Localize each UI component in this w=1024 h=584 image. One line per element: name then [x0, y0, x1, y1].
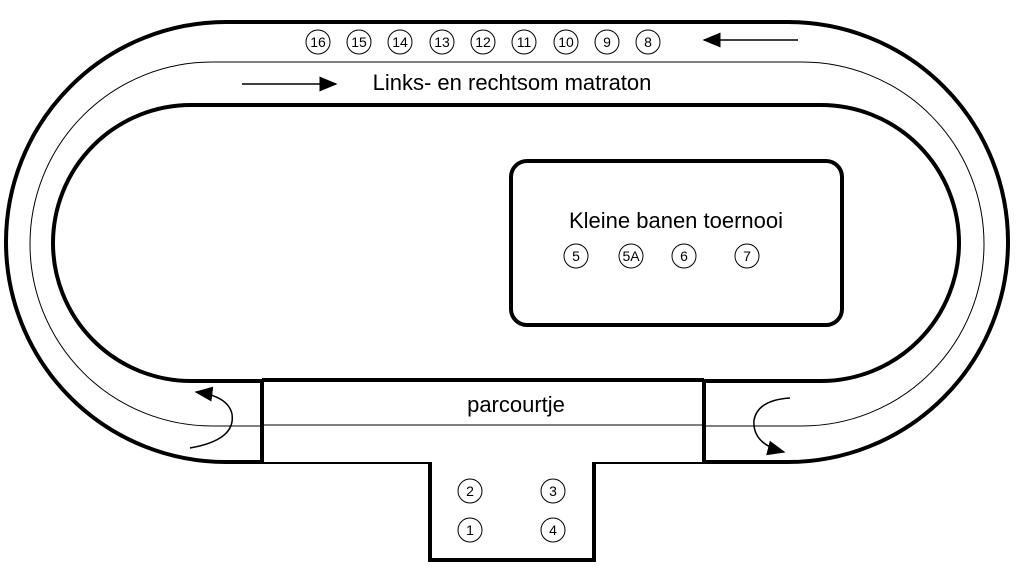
svg-text:9: 9: [603, 34, 611, 50]
u-turn-left-arrow: [189, 386, 234, 449]
svg-text:10: 10: [558, 34, 574, 50]
station-1: 1: [457, 517, 483, 543]
station-11: 11: [511, 29, 537, 55]
station-3: 3: [540, 478, 566, 504]
course-area: [262, 380, 704, 462]
bottom-annex: [428, 462, 596, 562]
station-8: 8: [635, 29, 661, 55]
svg-text:12: 12: [475, 34, 491, 50]
svg-text:4: 4: [549, 522, 557, 538]
station-4: 4: [540, 517, 566, 543]
svg-text:3: 3: [549, 483, 557, 499]
svg-text:13: 13: [434, 34, 450, 50]
svg-text:5A: 5A: [622, 248, 640, 264]
svg-text:2: 2: [466, 483, 474, 499]
station-2: 2: [457, 478, 483, 504]
station-10: 10: [553, 29, 579, 55]
track-title: Links- en rechtsom matraton: [373, 70, 652, 95]
station-7: 7: [734, 243, 760, 269]
station-5: 5: [563, 243, 589, 269]
small-tracks-box: [509, 159, 844, 327]
station-16: 16: [305, 29, 331, 55]
course-title: parcourtje: [467, 392, 565, 417]
station-9: 9: [594, 29, 620, 55]
station-14: 14: [387, 29, 413, 55]
station-15: 15: [346, 29, 372, 55]
svg-text:6: 6: [680, 248, 688, 264]
station-5a: 5A: [618, 243, 644, 269]
svg-text:11: 11: [517, 34, 532, 50]
svg-text:1: 1: [466, 522, 474, 538]
svg-text:15: 15: [351, 34, 367, 50]
svg-text:8: 8: [644, 34, 652, 50]
station-12: 12: [470, 29, 496, 55]
station-6: 6: [671, 243, 697, 269]
svg-text:5: 5: [572, 248, 580, 264]
station-13: 13: [429, 29, 455, 55]
svg-text:7: 7: [743, 248, 751, 264]
small-tracks-title: Kleine banen toernooi: [569, 208, 783, 233]
svg-text:16: 16: [310, 34, 326, 50]
svg-text:14: 14: [392, 34, 408, 50]
u-turn-right-arrow: [753, 397, 791, 456]
